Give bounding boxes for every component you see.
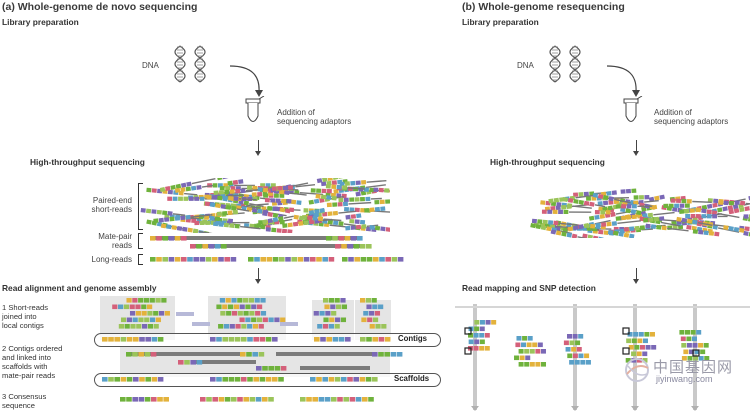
mate-pair-bracket (138, 233, 143, 249)
resequencing-reads-cloud (530, 188, 750, 238)
down-arrow-icon (633, 268, 639, 284)
paired-end-reads-cloud (140, 178, 390, 233)
down-arrow-icon (633, 140, 639, 156)
long-read (342, 257, 404, 262)
mate-pair-link (276, 352, 376, 356)
mate-pair-link (130, 352, 240, 356)
consensus-sequence (200, 397, 274, 402)
paired-end-label: Paired-end short-reads (91, 196, 132, 215)
long-read (150, 257, 237, 262)
down-arrow-icon (255, 140, 261, 156)
read-mapping-area (455, 304, 750, 411)
step-3-label: 3 Consensus sequence (2, 392, 47, 411)
contig (210, 337, 278, 342)
read-end (372, 352, 403, 357)
watermark-url: jiyinwang.com (656, 374, 713, 384)
panel-a-dna-label: DNA (142, 61, 159, 70)
consensus-sequence (120, 397, 169, 402)
read-end (126, 352, 157, 357)
panel-b-dna-label: DNA (517, 61, 534, 70)
mate-pair-read-end (150, 236, 187, 241)
scaffold (210, 377, 284, 382)
curved-arrow-icon (606, 65, 640, 97)
panel-b-mapping-heading: Read mapping and SNP detection (462, 283, 596, 293)
tube-icon (623, 96, 643, 122)
scaffold (310, 377, 378, 382)
read-end (256, 366, 287, 371)
mate-pair-read (190, 244, 360, 248)
contigs-label: Contigs (396, 334, 430, 343)
tube-icon (245, 96, 265, 122)
paired-end-bracket (138, 183, 143, 230)
panel-a-hts-heading: High-throughput sequencing (30, 157, 145, 167)
watermark-text: 中国基因网 (653, 359, 734, 376)
mate-pair-link (196, 360, 256, 364)
mate-pair-read-end (335, 244, 372, 249)
contig (360, 337, 391, 342)
contig (314, 337, 351, 342)
long-read (248, 257, 335, 262)
mate-pair-read (150, 236, 360, 240)
curved-arrow-icon (229, 65, 263, 97)
read-end (240, 352, 265, 357)
consensus-sequence (300, 397, 374, 402)
contig (102, 337, 164, 342)
mate-pair-read-end (326, 236, 363, 241)
dna-helix-icon (549, 45, 581, 83)
read-end (178, 360, 203, 365)
panel-b-library-heading: Library preparation (462, 17, 539, 27)
dna-helix-icon (174, 45, 206, 83)
mate-pair-read-end (190, 244, 227, 249)
down-arrow-icon (255, 268, 261, 284)
mate-pair-label: Mate-pair reads (98, 232, 132, 251)
panel-a-library-heading: Library preparation (2, 17, 79, 27)
long-reads-bracket (138, 254, 143, 265)
step-1-label: 1 Short-reads joined into local contigs (2, 303, 49, 331)
long-reads-label: Long-reads (91, 255, 132, 264)
scaffold (102, 377, 164, 382)
mate-pair-link (300, 366, 370, 370)
panel-b-hts-heading: High-throughput sequencing (490, 157, 605, 167)
local-contig-reads (112, 298, 387, 329)
globe-logo-icon (625, 358, 649, 382)
step-2-label: 2 Contigs ordered and linked into scaffo… (2, 344, 63, 381)
panel-b-adaptors-label: Addition of sequencing adaptors (654, 108, 729, 127)
panel-a-adaptors-label: Addition of sequencing adaptors (277, 108, 352, 127)
panel-a-title: (a) Whole-genome de novo sequencing (2, 1, 198, 13)
scaffolds-label: Scaffolds (392, 374, 432, 383)
panel-a-assembly-heading: Read alignment and genome assembly (2, 283, 157, 293)
panel-b-title: (b) Whole-genome resequencing (462, 1, 625, 13)
